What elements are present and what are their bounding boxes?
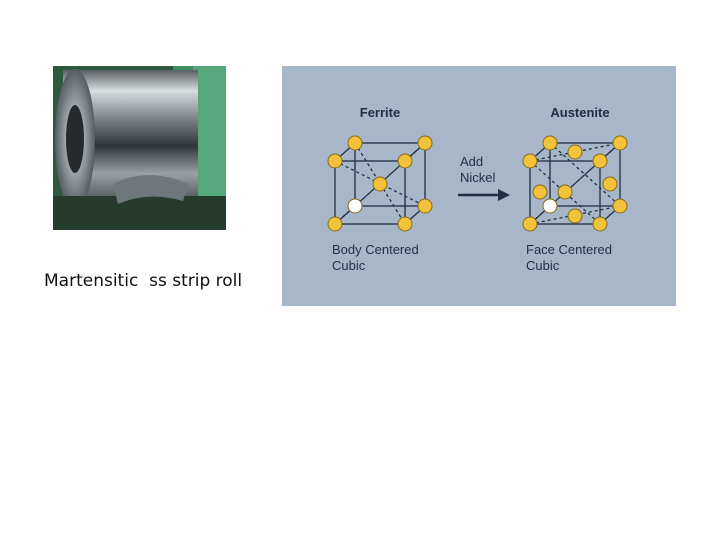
atom bbox=[612, 135, 628, 151]
arrow-icon bbox=[458, 189, 510, 201]
atom bbox=[347, 135, 363, 151]
atom bbox=[522, 216, 538, 232]
atom bbox=[417, 135, 433, 151]
atom bbox=[567, 208, 583, 224]
atom bbox=[567, 144, 583, 160]
atom bbox=[612, 198, 628, 214]
bcc-caption-line1: Body Centered bbox=[332, 242, 419, 257]
atom bbox=[397, 153, 413, 169]
atom bbox=[327, 216, 343, 232]
atom bbox=[602, 176, 618, 192]
atom bbox=[542, 135, 558, 151]
bcc-atoms bbox=[327, 135, 433, 232]
photo-caption: Martensitic ss strip roll bbox=[44, 271, 243, 291]
atom bbox=[522, 153, 538, 169]
atom bbox=[592, 153, 608, 169]
fcc-caption-line1: Face Centered bbox=[526, 242, 612, 257]
strip-end bbox=[113, 175, 188, 204]
atom bbox=[417, 198, 433, 214]
arrow-label-nickel: Nickel bbox=[460, 170, 496, 185]
atom bbox=[397, 216, 413, 232]
ferrite-title: Ferrite bbox=[360, 105, 400, 120]
fcc-atoms bbox=[522, 135, 628, 232]
atom-highlight bbox=[347, 198, 363, 214]
fcc-caption-line2: Cubic bbox=[526, 258, 560, 273]
arrow-label-add: Add bbox=[460, 154, 483, 169]
atom bbox=[557, 184, 573, 200]
atom bbox=[372, 176, 388, 192]
atom-highlight bbox=[542, 198, 558, 214]
austenite-title: Austenite bbox=[550, 105, 609, 120]
strip-roll-photo bbox=[53, 66, 226, 230]
crystal-structure-diagram: Ferrite Austenite Add Nickel bbox=[282, 66, 676, 306]
atom bbox=[592, 216, 608, 232]
atom bbox=[327, 153, 343, 169]
bcc-caption-line2: Cubic bbox=[332, 258, 366, 273]
atom bbox=[532, 184, 548, 200]
